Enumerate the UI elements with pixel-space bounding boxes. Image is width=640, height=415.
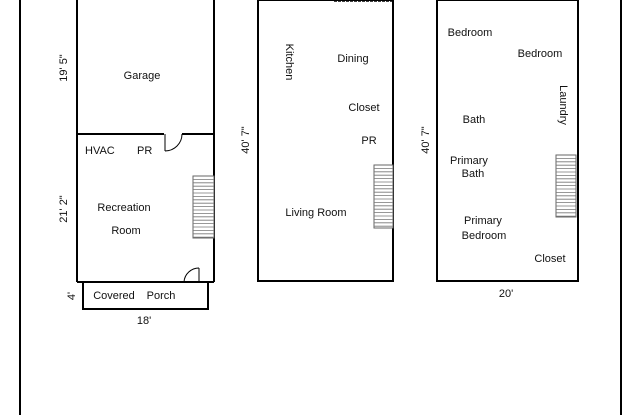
closet-label: Closet: [348, 102, 379, 114]
second-floor-depth-dimension: 40' 7": [240, 126, 252, 154]
stairs-first-floor-treads: [193, 178, 214, 238]
dining-label: Dining: [337, 53, 368, 65]
bedroom-label-2: Bedroom: [518, 48, 563, 60]
bath-label: Bath: [463, 114, 486, 126]
hvac-label: HVAC: [85, 145, 115, 157]
stairs-third-floor-treads: [556, 157, 576, 217]
stairs-second-floor: [373, 164, 394, 229]
powder-room-label-upper: PR: [361, 135, 376, 147]
closet-label-upper: Closet: [534, 253, 565, 265]
garage-label: Garage: [124, 70, 161, 82]
first-floor-width-dimension: 18': [137, 315, 151, 327]
stairs-second-floor-treads: [374, 167, 393, 227]
recreation-room-label-line1: Recreation: [97, 202, 150, 214]
covered-porch-label-line2: Porch: [147, 290, 176, 302]
page-frame: [19, 0, 622, 415]
garage-depth-dimension: 19' 5": [58, 54, 70, 82]
third-floor-depth-dimension: 40' 7": [420, 126, 432, 154]
lower-depth-dimension: 21' 2": [58, 195, 70, 223]
living-room-label: Living Room: [285, 207, 346, 219]
porch-door-swing: [183, 267, 200, 283]
garage-outline: [76, 0, 215, 134]
third-floor-outline: [436, 0, 579, 282]
bedroom-label-1: Bedroom: [448, 27, 493, 39]
primary-bath-label-line1: Primary: [450, 155, 488, 167]
covered-porch-outline: [82, 281, 209, 310]
primary-bedroom-label-line2: Bedroom: [462, 230, 507, 242]
third-floor: Bedroom Bedroom Laundry Bath Primary Bat…: [420, 0, 579, 300]
first-floor: Garage HVAC PR Recreation Room Covered P…: [58, 0, 215, 327]
primary-bath-label-line2: Bath: [462, 168, 485, 180]
powder-room-label: PR: [137, 145, 152, 157]
covered-porch-label-line1: Covered: [93, 290, 135, 302]
recreation-room-label-line2: Room: [111, 225, 140, 237]
porch-depth-dimension: 4': [66, 292, 78, 300]
second-floor-outline: [257, 0, 394, 282]
third-floor-width-dimension: 20': [499, 288, 513, 300]
primary-bedroom-label-line1: Primary: [464, 215, 502, 227]
second-floor: Kitchen Dining Closet PR Living Room 40'…: [240, 0, 394, 282]
laundry-label: Laundry: [557, 85, 569, 125]
kitchen-label: Kitchen: [283, 44, 295, 81]
garage-door-swing: [164, 133, 183, 152]
